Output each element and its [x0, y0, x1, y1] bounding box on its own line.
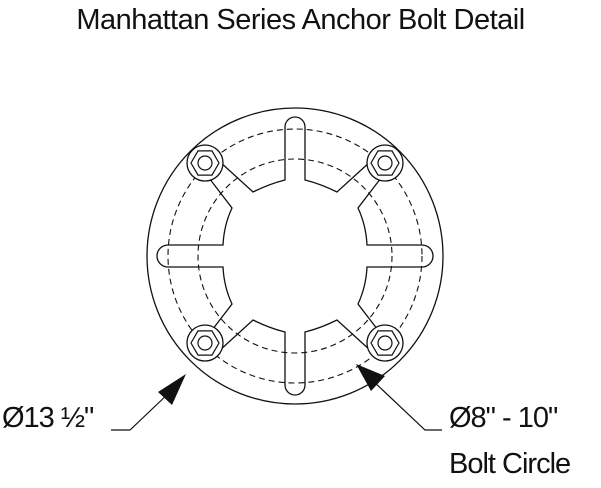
anchor-bolt-nut-icon: [366, 324, 404, 362]
bolt-circle-max: [167, 128, 423, 384]
outer-diameter-label: Ø13 ½": [2, 402, 94, 434]
anchor-bolt-nut-icon: [186, 324, 224, 362]
diagram-title: Manhattan Series Anchor Bolt Detail: [76, 4, 525, 36]
base-plate-outline: [146, 107, 444, 405]
anchor-bolt-nut-icon: [366, 144, 404, 182]
bolt-circle-diameter-label: Ø8" - 10": [449, 402, 558, 434]
anchor-bolt-nut-icon: [186, 144, 224, 182]
bolt-circle-min: [197, 158, 393, 354]
bolt-circle-caption: Bolt Circle: [449, 448, 571, 480]
outer-diameter-leader: [111, 374, 186, 431]
bolt-circle-leader: [356, 364, 442, 431]
